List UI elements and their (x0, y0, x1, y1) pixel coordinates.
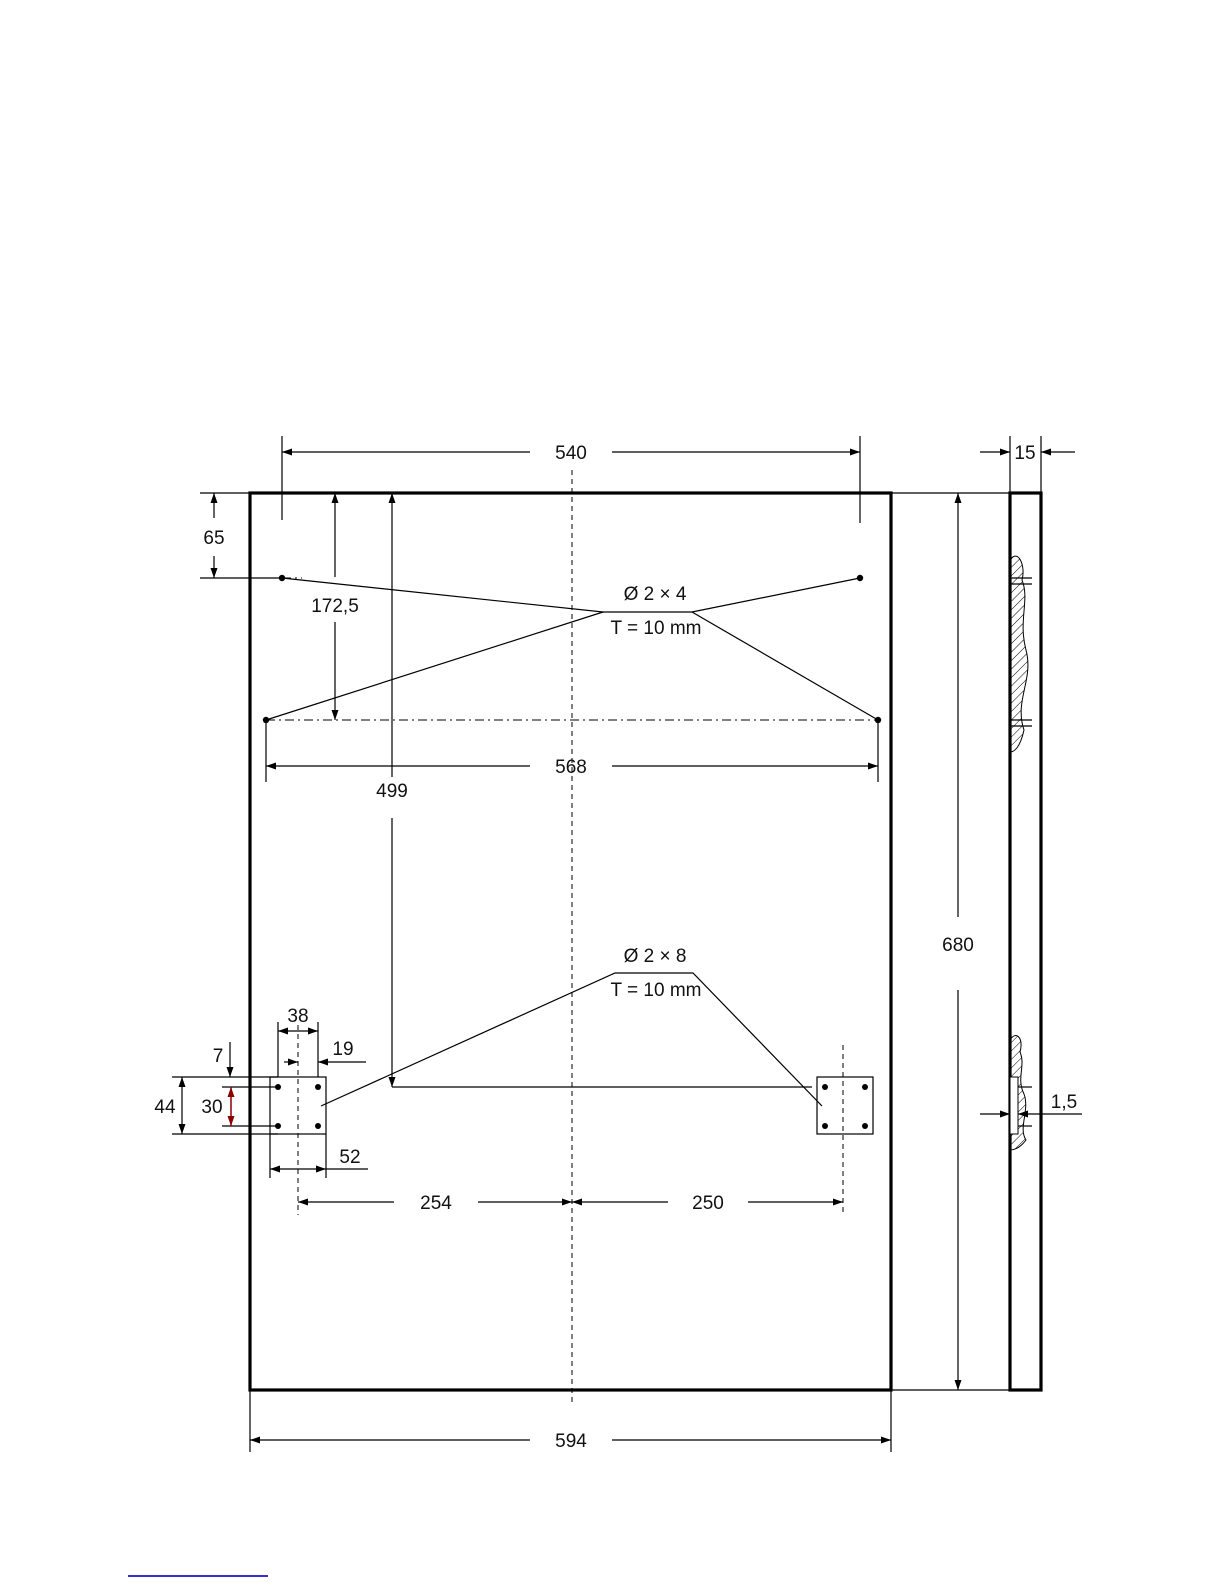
dim-568-label: 568 (555, 757, 587, 778)
lower-note-line2: T = 10 mm (611, 980, 702, 1001)
dim-15-label: 15 (1014, 443, 1035, 464)
dim-254-label: 254 (420, 1193, 452, 1214)
dim-594: 594 (250, 1390, 891, 1452)
panel-outline (250, 493, 891, 1390)
plate-hole (862, 1123, 868, 1129)
plate-hole (315, 1123, 321, 1129)
plate-hole (822, 1123, 828, 1129)
dim-65-label: 65 (203, 528, 224, 549)
upper-note-line1: Ø 2 × 4 (624, 584, 687, 605)
dim-680: 680 (891, 493, 1010, 1390)
dim-499: 499 (376, 493, 408, 1087)
dim-19-label: 19 (332, 1039, 353, 1060)
dim-38-label: 38 (287, 1006, 308, 1027)
dim-38: 38 (278, 1006, 318, 1077)
plate-hole (315, 1084, 321, 1090)
dim-52-label: 52 (339, 1147, 360, 1168)
dim-680-label: 680 (942, 935, 974, 956)
dim-65: 65 (200, 493, 282, 578)
dim-30-label: 30 (201, 1097, 222, 1118)
lower-note-line1: Ø 2 × 8 (624, 946, 687, 967)
lower-wall-section (1010, 1036, 1032, 1150)
dim-172-5-label: 172,5 (311, 596, 359, 617)
upper-wall-section (1010, 556, 1032, 752)
dim-1-5: 1,5 (980, 1092, 1082, 1114)
dim-1-5-label: 1,5 (1051, 1092, 1077, 1113)
dim-540: 540 (282, 436, 860, 523)
plate-hole (822, 1084, 828, 1090)
side-view: 15 1,5 (980, 436, 1082, 1390)
dim-250-label: 250 (692, 1193, 724, 1214)
dim-7: 7 (213, 1042, 230, 1077)
dim-499-label: 499 (376, 781, 408, 802)
dim-7-label: 7 (213, 1046, 224, 1067)
footer-link-underline[interactable] (128, 1575, 268, 1577)
dim-15: 15 (980, 436, 1075, 493)
dim-19: 19 (284, 1039, 366, 1062)
dim-30: 30 (201, 1087, 231, 1126)
dim-540-label: 540 (555, 443, 587, 464)
dim-594-label: 594 (555, 1431, 587, 1452)
front-view: 540 65 172,5 499 (154, 436, 1010, 1452)
dim-52: 52 (270, 1134, 368, 1178)
right-mounting-plate (817, 1045, 873, 1215)
plate-hole (862, 1084, 868, 1090)
dim-254-250: 254 250 (298, 1193, 843, 1214)
dim-44-label: 44 (154, 1097, 176, 1118)
dim-172-5: 172,5 (311, 493, 359, 720)
upper-note-line2: T = 10 mm (611, 618, 702, 639)
